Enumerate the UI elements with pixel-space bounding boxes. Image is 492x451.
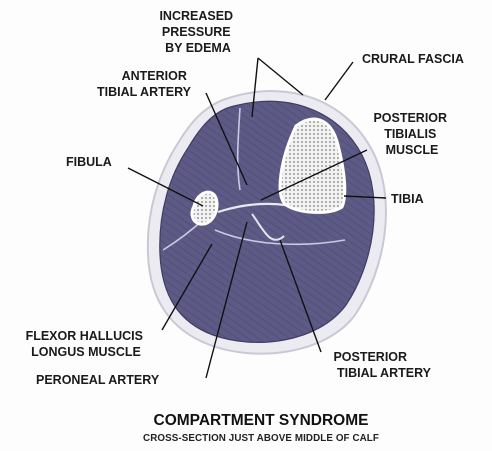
label-posterior-tibial-artery: POSTERIOR TIBIAL ARTERY [333, 350, 431, 380]
caption-title: COMPARTMENT SYNDROME [154, 412, 369, 429]
label-anterior-tibial-artery: ANTERIOR TIBIAL ARTERY [97, 69, 192, 99]
label-posterior-tibialis-muscle: POSTERIOR TIBIALIS MUSCLE [373, 111, 450, 157]
label-flexor-hallucis-longus: FLEXOR HALLUCIS LONGUS MUSCLE [26, 329, 147, 359]
leader-increased-pressure-b [258, 58, 303, 95]
label-crural-fascia: CRURAL FASCIA [362, 52, 464, 66]
label-increased-pressure: INCREASED PRESSURE BY EDEMA [159, 9, 236, 55]
label-tibia: TIBIA [391, 192, 424, 206]
label-peroneal-artery: PERONEAL ARTERY [36, 373, 160, 387]
label-fibula: FIBULA [66, 155, 112, 169]
leader-crural-fascia [325, 62, 353, 100]
caption-subtitle: CROSS-SECTION JUST ABOVE MIDDLE OF CALF [143, 433, 379, 444]
